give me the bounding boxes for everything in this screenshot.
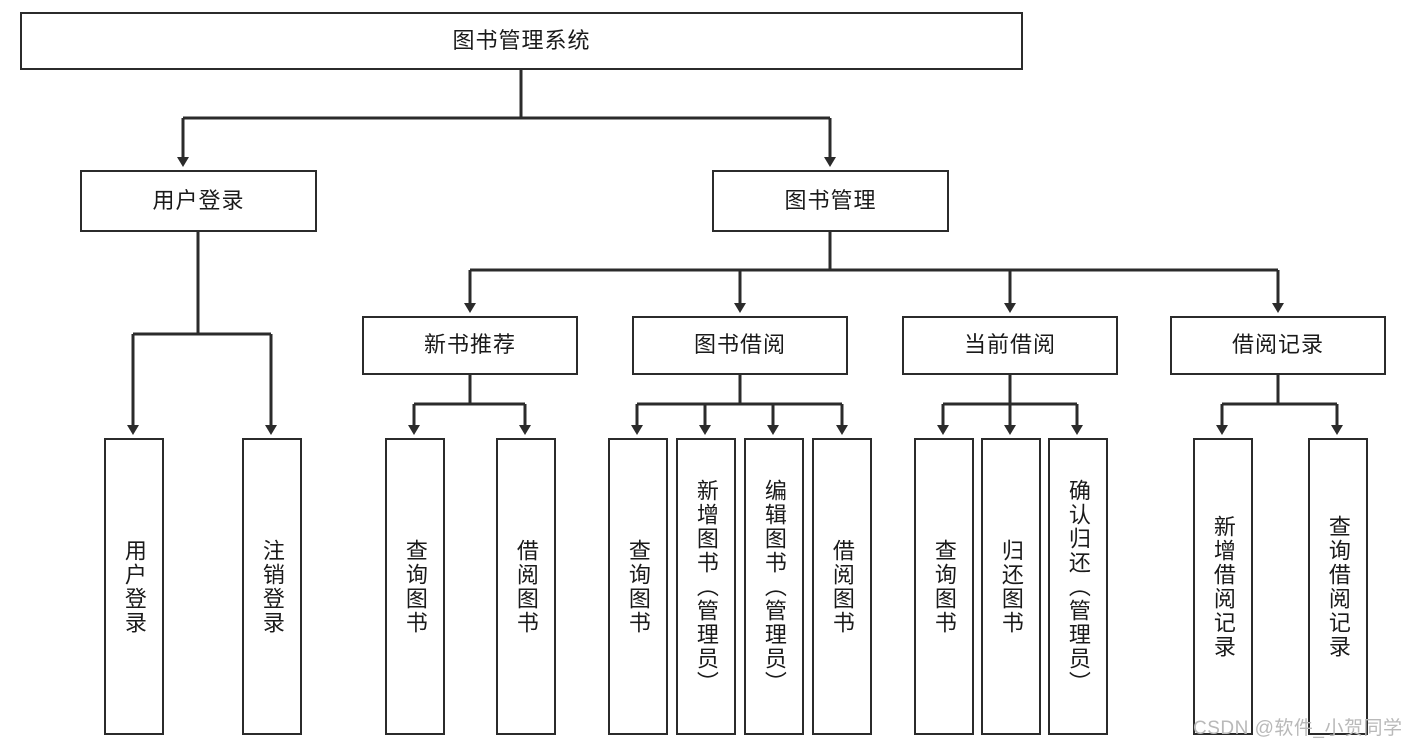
node-leaf-query-borrow-record[interactable]: 查询借阅记录 — [1308, 438, 1368, 735]
node-user-login-label: 用户登录 — [152, 187, 245, 213]
node-current-borrow-label: 当前借阅 — [963, 332, 1056, 358]
node-leaf-edit-book[interactable]: 编辑图书（管理员） — [744, 438, 804, 735]
node-leaf-add-borrow-record[interactable]: 新增借阅记录 — [1193, 438, 1253, 735]
node-leaf-query-book-borrow[interactable]: 查询图书 — [608, 438, 668, 735]
node-leaf-borrow-book-recommend-label: 借阅图书 — [513, 538, 539, 635]
node-borrow-record-label: 借阅记录 — [1231, 332, 1324, 358]
node-leaf-query-book-current[interactable]: 查询图书 — [914, 438, 974, 735]
node-book-borrow-label: 图书借阅 — [693, 332, 786, 358]
node-borrow-record[interactable]: 借阅记录 — [1170, 316, 1386, 375]
node-leaf-query-borrow-record-label: 查询借阅记录 — [1325, 514, 1351, 659]
node-leaf-add-book-label: 新增图书（管理员） — [693, 478, 719, 695]
node-new-book-recommend-label: 新书推荐 — [423, 332, 516, 358]
node-leaf-return-book[interactable]: 归还图书 — [981, 438, 1041, 735]
node-leaf-add-book[interactable]: 新增图书（管理员） — [676, 438, 736, 735]
node-root-label: 图书管理系统 — [452, 27, 591, 53]
node-leaf-query-book-recommend-label: 查询图书 — [402, 538, 428, 635]
node-leaf-user-login-label: 用户登录 — [121, 538, 147, 635]
node-book-management[interactable]: 图书管理 — [712, 170, 949, 232]
node-leaf-borrow-book[interactable]: 借阅图书 — [812, 438, 872, 735]
node-leaf-confirm-return-label: 确认归还（管理员） — [1065, 478, 1091, 695]
node-leaf-borrow-book-recommend[interactable]: 借阅图书 — [496, 438, 556, 735]
node-book-management-label: 图书管理 — [784, 187, 877, 213]
node-leaf-edit-book-label: 编辑图书（管理员） — [761, 478, 787, 695]
node-leaf-borrow-book-label: 借阅图书 — [829, 538, 855, 635]
node-user-login[interactable]: 用户登录 — [80, 170, 317, 232]
node-leaf-add-borrow-record-label: 新增借阅记录 — [1210, 514, 1236, 659]
node-leaf-query-book-borrow-label: 查询图书 — [625, 538, 651, 635]
node-leaf-logout[interactable]: 注销登录 — [242, 438, 302, 735]
node-leaf-user-login[interactable]: 用户登录 — [104, 438, 164, 735]
node-leaf-query-book-recommend[interactable]: 查询图书 — [385, 438, 445, 735]
node-leaf-query-book-current-label: 查询图书 — [931, 538, 957, 635]
csdn-watermark: CSDN @软件_小贺同学 — [1193, 718, 1403, 739]
node-new-book-recommend[interactable]: 新书推荐 — [362, 316, 578, 375]
node-book-borrow[interactable]: 图书借阅 — [632, 316, 848, 375]
node-leaf-return-book-label: 归还图书 — [998, 538, 1024, 635]
node-leaf-confirm-return[interactable]: 确认归还（管理员） — [1048, 438, 1108, 735]
node-current-borrow[interactable]: 当前借阅 — [902, 316, 1118, 375]
node-leaf-logout-label: 注销登录 — [259, 538, 285, 635]
node-root[interactable]: 图书管理系统 — [20, 12, 1023, 70]
